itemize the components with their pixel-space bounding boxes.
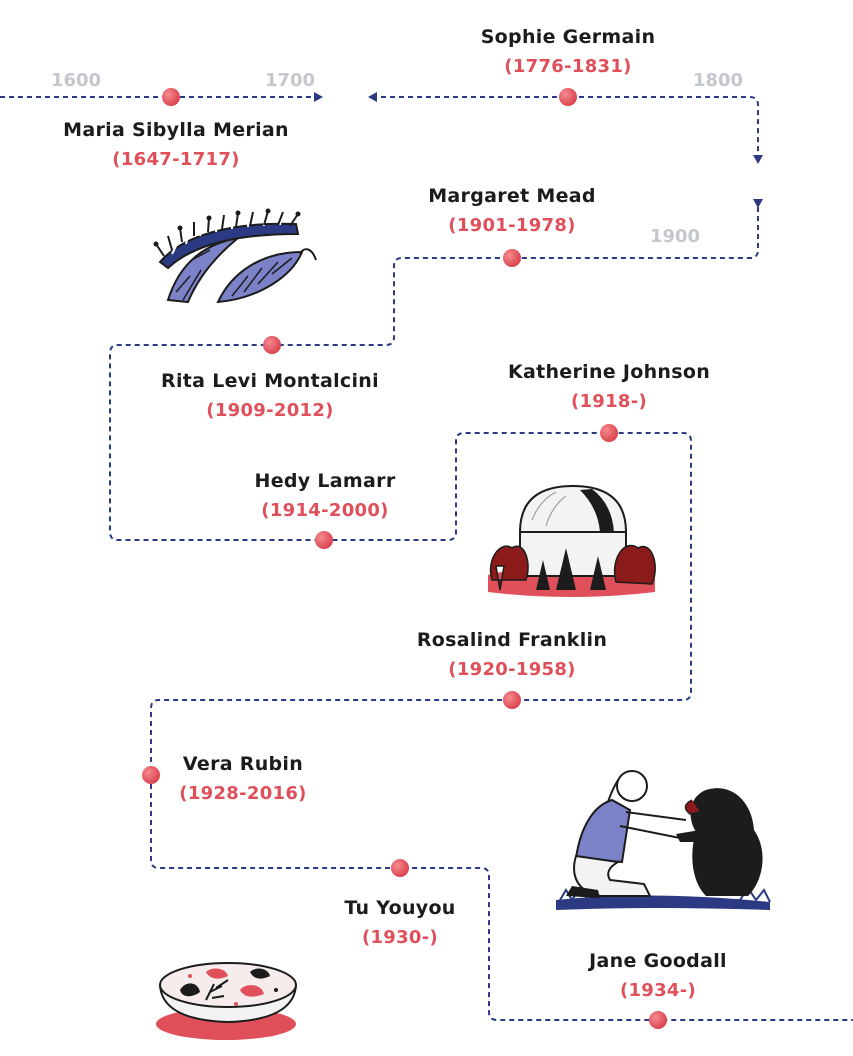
marker-johnson[interactable] [600, 424, 618, 442]
scientist-name-rubin: Vera Rubin [182, 753, 304, 775]
arrow-down-icon [753, 155, 763, 164]
scientist-years-rubin: (1928-2016) [179, 783, 307, 804]
scientist-years-mead: (1901-1978) [448, 215, 576, 236]
scientist-years-goodall: (1934-) [619, 980, 697, 1001]
century-label-1800: 1800 [692, 70, 744, 91]
scientist-years-merian: (1647-1717) [112, 149, 240, 170]
scientist-name-montalcini: Rita Levi Montalcini [161, 370, 379, 392]
century-label-1700: 1700 [264, 70, 316, 91]
scientist-years-germain: (1776-1831) [504, 56, 632, 77]
scientist-years-montalcini: (1909-2012) [206, 400, 334, 421]
scientist-years-lamarr: (1914-2000) [261, 500, 389, 521]
arrow-down-icon [753, 199, 763, 208]
marker-rubin[interactable] [142, 766, 160, 784]
scientist-name-lamarr: Hedy Lamarr [254, 470, 396, 492]
arrow-left-icon [368, 92, 377, 102]
scientist-years-youyou: (1930-) [361, 927, 439, 948]
scientist-name-johnson: Katherine Johnson [507, 361, 711, 383]
timeline-path [0, 96, 853, 1021]
scientist-name-merian: Maria Sibylla Merian [63, 119, 289, 141]
century-label-1900: 1900 [649, 226, 701, 247]
scientist-name-mead: Margaret Mead [428, 185, 596, 207]
marker-lamarr[interactable] [315, 531, 333, 549]
marker-merian[interactable] [162, 88, 180, 106]
observatory-illustration [488, 484, 656, 597]
scientist-name-germain: Sophie Germain [480, 26, 656, 48]
scientist-years-johnson: (1918-) [570, 391, 648, 412]
goodall-illustration [556, 770, 771, 910]
marker-goodall[interactable] [649, 1011, 667, 1029]
timeline-arrows [314, 92, 763, 208]
marker-germain[interactable] [559, 88, 577, 106]
herbs-illustration [156, 962, 298, 1040]
marker-montalcini[interactable] [263, 336, 281, 354]
century-label-1600: 1600 [50, 70, 102, 91]
scientist-name-youyou: Tu Youyou [344, 897, 456, 919]
marker-youyou[interactable] [391, 859, 409, 877]
caterpillar-illustration [153, 208, 317, 304]
timeline-segment-1900 [109, 207, 853, 1021]
marker-mead[interactable] [503, 249, 521, 267]
timeline-markers [142, 88, 667, 1029]
scientist-years-franklin: (1920-1958) [448, 659, 576, 680]
marker-franklin[interactable] [503, 691, 521, 709]
timeline-segment-1700-1800 [372, 96, 759, 156]
scientist-name-goodall: Jane Goodall [589, 950, 727, 972]
scientist-name-franklin: Rosalind Franklin [416, 629, 608, 651]
arrow-right-icon [314, 92, 323, 102]
